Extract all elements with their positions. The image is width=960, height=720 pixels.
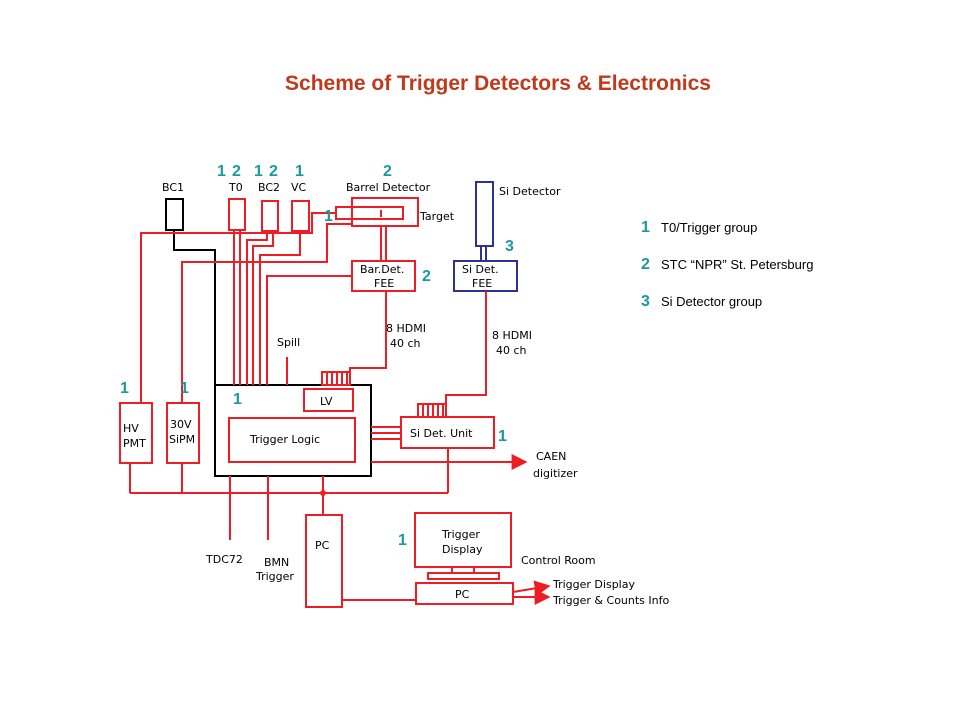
num-si: 3 [505,238,514,255]
si-fee-label-1: Si Det. [462,263,499,276]
hv-label-1: HV [123,422,139,435]
pc-right-label: PC [455,588,470,601]
si-unit-label: Si Det. Unit [410,427,473,440]
legend-num: 2 [641,256,650,273]
pc-left-box [305,514,343,608]
si-detector-label: Si Detector [499,185,561,198]
target-box [335,206,404,220]
control-room-label: Control Room [521,554,596,567]
num-bar-fee: 2 [422,268,431,285]
trigger-logic-box [228,417,356,463]
sipm-label-1: 30V [170,418,192,431]
lv-connector [321,371,351,386]
lv-label: LV [320,395,333,408]
output-label-2: Trigger & Counts Info [552,594,669,607]
num-hv: 1 [120,380,129,397]
si-fee-label-2: FEE [472,277,492,290]
barrel-detector [351,197,419,227]
hv-label-2: PMT [123,437,146,450]
spill-label: Spill [277,336,300,349]
num-vc: 1 [295,163,304,180]
bc2-label: BC2 [258,181,280,194]
legend-text: Si Detector group [661,294,762,309]
legend-num: 3 [641,293,650,310]
caen-label-2: digitizer [533,467,578,480]
num-t0-b: 2 [232,163,241,180]
tdc-label: TDC72 [205,553,243,566]
sipm-label-2: SiPM [169,433,195,446]
num-t0-a: 1 [217,163,226,180]
num-target: 1 [324,208,333,225]
vc-label: VC [291,181,307,194]
display-label-2: Display [442,543,483,556]
bc2-box [261,200,279,232]
bc1-box [165,198,184,231]
hdmi-right-label-1: 8 HDMI [492,329,532,342]
vc-box [291,200,310,232]
hdmi-left-label-1: 8 HDMI [386,322,426,335]
bmn-label-2: Trigger [255,570,294,583]
num-control: 1 [398,532,407,549]
legend-num: 1 [641,219,650,236]
output-label-1: Trigger Display [552,578,635,591]
num-si-unit: 1 [498,428,507,445]
t0-label: T0 [228,181,243,194]
bar-fee-label-2: FEE [374,277,394,290]
pc-right-box [415,582,514,605]
pc-left-label: PC [315,539,330,552]
page-title: Scheme of Trigger Detectors & Electronic… [285,72,711,95]
num-bc2-b: 2 [269,163,278,180]
legend-text: T0/Trigger group [661,220,757,235]
si-unit-connector [417,403,447,418]
bar-fee-label-1: Bar.Det. [360,263,404,276]
caen-label-1: CAEN [536,450,566,463]
bc1-label: BC1 [162,181,184,194]
hv-pmt-box [119,402,153,464]
si-detector-box [475,181,494,247]
trigger-logic-label: Trigger Logic [249,433,320,446]
num-trigger-logic: 1 [233,391,242,408]
num-sipm: 1 [180,380,189,397]
t0-box [228,198,246,231]
num-barrel: 2 [383,163,392,180]
hdmi-left-label-2: 40 ch [390,337,421,350]
legend-text: STC “NPR” St. Petersburg [661,257,813,272]
target-label: Target [419,210,455,223]
num-bc2-a: 1 [254,163,263,180]
legend: 1 T0/Trigger group 2 STC “NPR” St. Peter… [641,219,813,310]
trigger-crate [214,384,372,477]
hdmi-right-label-2: 40 ch [496,344,527,357]
barrel-label: Barrel Detector [346,181,431,194]
lv-box [303,388,354,412]
bmn-label-1: BMN [264,556,289,569]
display-label-1: Trigger [441,528,480,541]
